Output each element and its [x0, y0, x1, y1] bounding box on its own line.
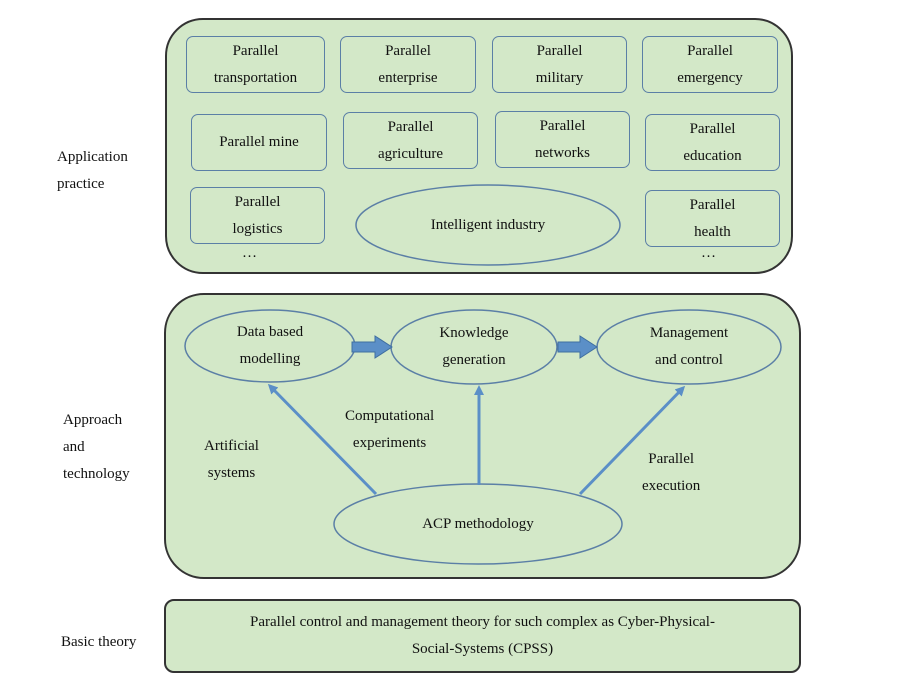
label-parallel-execution: Parallel execution: [642, 451, 701, 494]
layer-label-basic-theory: Basic theory: [61, 634, 137, 650]
data-modelling-label: Data based modelling: [236, 324, 304, 367]
management-control-label: Management and control: [649, 325, 729, 368]
arrow-acp-to-management: [578, 385, 686, 496]
app-box-enterprise: Parallel enterprise: [340, 36, 476, 93]
acp-methodology-label: ACP methodology: [422, 515, 534, 532]
intelligent-industry-ellipse: [355, 184, 621, 266]
app-box-logistics: Parallel logistics: [190, 187, 325, 244]
basic-theory-text: Parallel control and management theory f…: [250, 614, 715, 657]
label-computational-experiments: Computational experiments: [345, 408, 435, 451]
app-ellipsis-left: …: [242, 245, 259, 261]
layer-label-approach: Approach and technology: [63, 412, 130, 482]
basic-theory-panel: [164, 599, 801, 673]
app-ellipsis-right: …: [701, 245, 718, 261]
layer-label-application: Application practice: [57, 149, 128, 192]
knowledge-generation-label: Knowledge generation: [439, 325, 509, 368]
block-arrow-knowledge-to-management: [557, 335, 598, 359]
label-artificial-systems: Artificial systems: [204, 438, 259, 481]
arrow-acp-to-modelling: [267, 383, 378, 496]
app-box-military: Parallel military: [492, 36, 627, 93]
app-box-agriculture: Parallel agriculture: [343, 112, 478, 169]
app-box-education: Parallel education: [645, 114, 780, 171]
intelligent-industry-label: Intelligent industry: [430, 216, 546, 233]
app-box-networks: Parallel networks: [495, 111, 630, 168]
app-box-transportation: Parallel transportation: [186, 36, 325, 93]
app-box-health: Parallel health: [645, 190, 780, 247]
app-box-mine: Parallel mine: [191, 114, 327, 171]
app-box-emergency: Parallel emergency: [642, 36, 778, 93]
block-arrow-modelling-to-knowledge: [351, 335, 393, 359]
